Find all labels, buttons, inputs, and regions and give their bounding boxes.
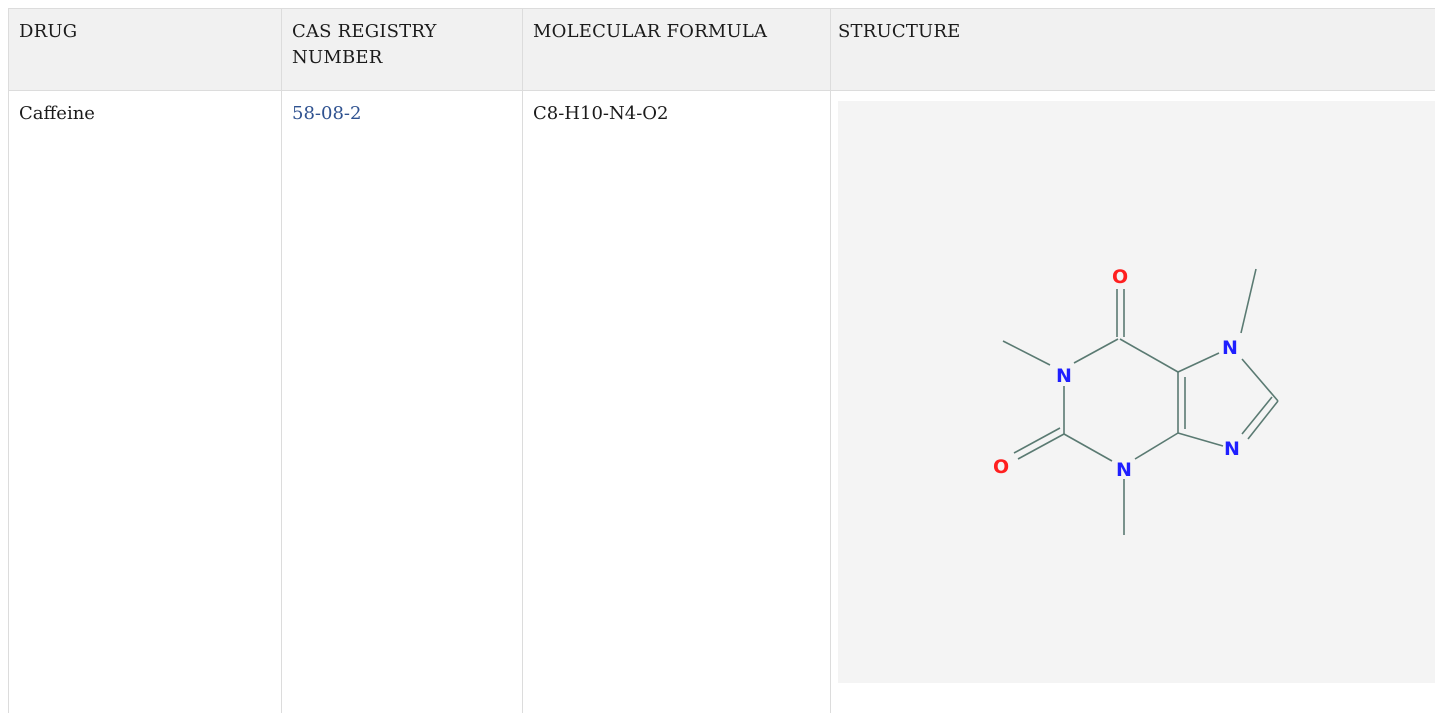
cell-structure: O O N N N N (831, 91, 1435, 713)
header-molecular-formula: MOLECULAR FORMULA (523, 9, 831, 90)
atom-label: N (1224, 438, 1240, 460)
cell-drug-name: Caffeine (9, 91, 282, 713)
bond (1247, 400, 1279, 440)
bond (1073, 338, 1119, 364)
caffeine-structure-diagram: O O N N N N (993, 266, 1279, 535)
cell-cas-number: 58-08-2 (282, 91, 523, 713)
header-cas-line2: NUMBER (292, 47, 383, 68)
cell-molecular-formula: C8-H10-N4-O2 (523, 91, 831, 713)
bond (1241, 396, 1273, 435)
bond (1013, 427, 1061, 454)
bond (1240, 268, 1257, 334)
bond (1134, 432, 1179, 460)
bond (1002, 340, 1051, 366)
bond (1177, 352, 1220, 373)
atom-label: O (1112, 266, 1128, 288)
bonds (1002, 268, 1279, 535)
bond (1017, 433, 1065, 460)
bond (1063, 433, 1113, 462)
bond (1241, 358, 1279, 402)
bond (1119, 338, 1179, 373)
atom-label: N (1222, 337, 1238, 359)
atom-label: N (1116, 459, 1132, 481)
drug-table: DRUG CAS REGISTRY NUMBER MOLECULAR FORMU… (8, 8, 1435, 713)
header-structure: STRUCTURE (838, 21, 961, 42)
bond (1177, 432, 1224, 447)
header-cas-line1: CAS REGISTRY (292, 21, 437, 42)
header-cas-number: CAS REGISTRY NUMBER (282, 9, 523, 90)
atom-label: N (1056, 365, 1072, 387)
header-drug: DRUG (9, 9, 282, 90)
structure-image: O O N N N N (838, 101, 1435, 683)
atom-label: O (993, 456, 1009, 478)
cas-number-link[interactable]: 58-08-2 (292, 103, 362, 124)
table-row: Caffeine 58-08-2 C8-H10-N4-O2 (9, 91, 1435, 713)
table-header-row: DRUG CAS REGISTRY NUMBER MOLECULAR FORMU… (9, 9, 1435, 91)
